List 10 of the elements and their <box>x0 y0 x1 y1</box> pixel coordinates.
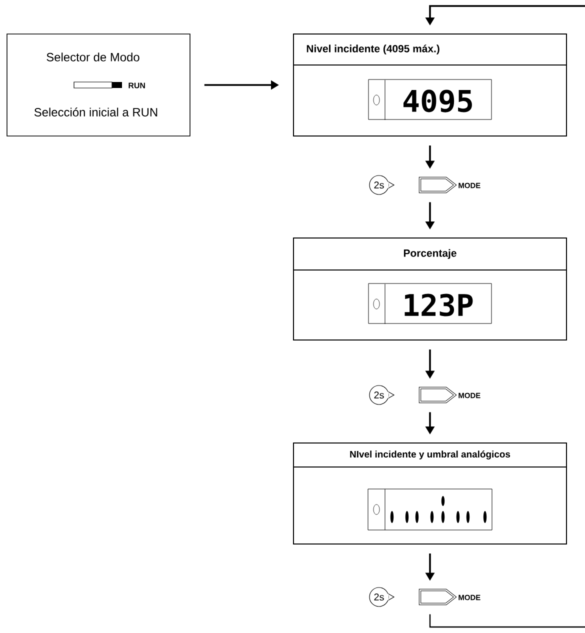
box-title: Selector de Modo <box>46 52 140 62</box>
panel-heading: Nivel incidente (4095 máx.) <box>306 44 440 54</box>
speech-bubble: 2s <box>369 385 395 405</box>
speech-bubble: 2s <box>369 587 395 607</box>
box-note: Selección inicial a RUN <box>34 108 158 116</box>
panel-heading: Porcentaje <box>404 249 456 259</box>
digital-display: 4095 <box>368 79 492 120</box>
panel-heading: NIvel incidente y umbral analógicos <box>350 450 510 460</box>
speech-bubble: 2s <box>369 175 395 195</box>
digital-display: 123P <box>368 283 492 324</box>
